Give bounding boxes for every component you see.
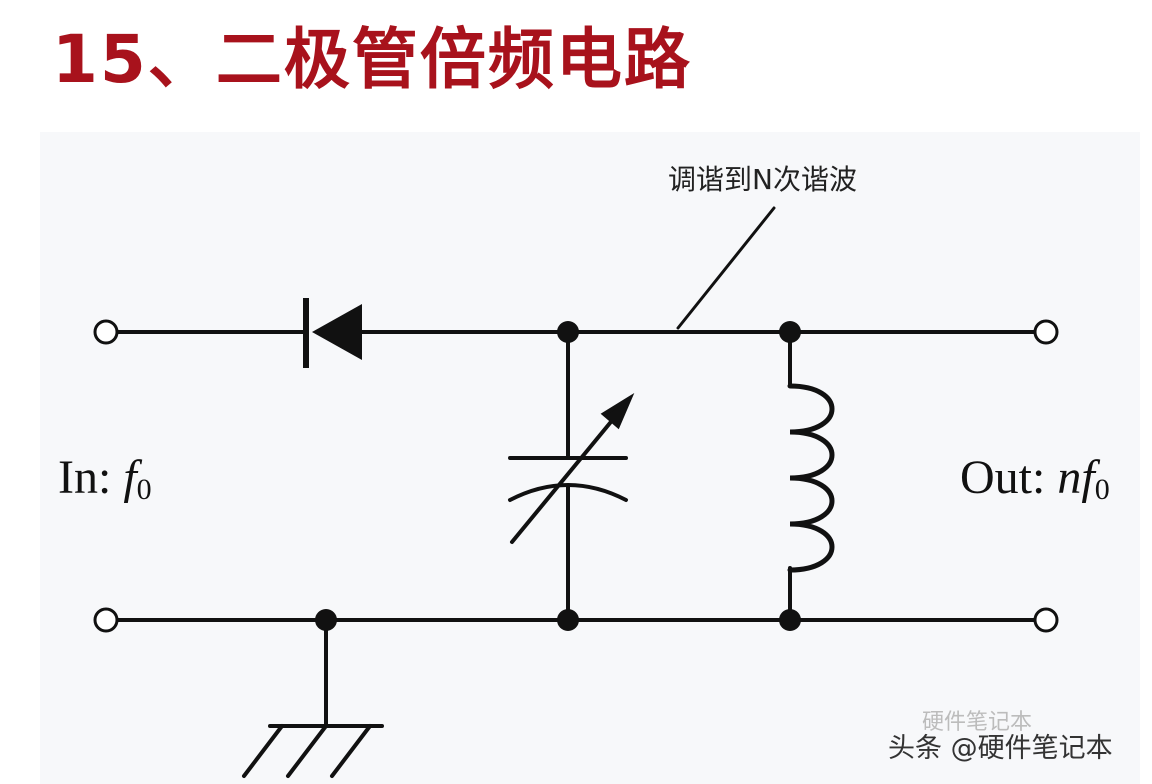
output-label-sub: 0 (1094, 473, 1110, 506)
terminal-out-top (1033, 319, 1059, 345)
terminals (93, 319, 1059, 633)
annotation-leader-line (676, 206, 776, 330)
terminal-out-bottom (1033, 607, 1059, 633)
output-label: Out: nf0 (960, 450, 1110, 507)
input-label-prefix: In: (58, 451, 124, 504)
output-label-var: nf (1057, 451, 1095, 504)
diode-icon (303, 298, 362, 368)
inductor-icon (787, 383, 835, 573)
annotation-tuned-harmonic: 调谐到N次谐波 (668, 163, 857, 196)
watermark: 头条 @硬件笔记本 (888, 733, 1113, 764)
terminal-in-top (93, 319, 119, 345)
input-label-sub: 0 (136, 473, 152, 506)
terminal-in-bottom (93, 607, 119, 633)
page-title: 15、二极管倍频电路 (52, 21, 692, 98)
watermark-ghost: 硬件笔记本 (922, 710, 1033, 735)
variable-capacitor-icon (508, 392, 635, 544)
input-label: In: f0 (58, 450, 152, 507)
ground-icon (242, 724, 384, 778)
input-label-var: f (123, 451, 137, 504)
output-label-prefix: Out: (960, 451, 1058, 504)
junction-dots (315, 321, 801, 631)
